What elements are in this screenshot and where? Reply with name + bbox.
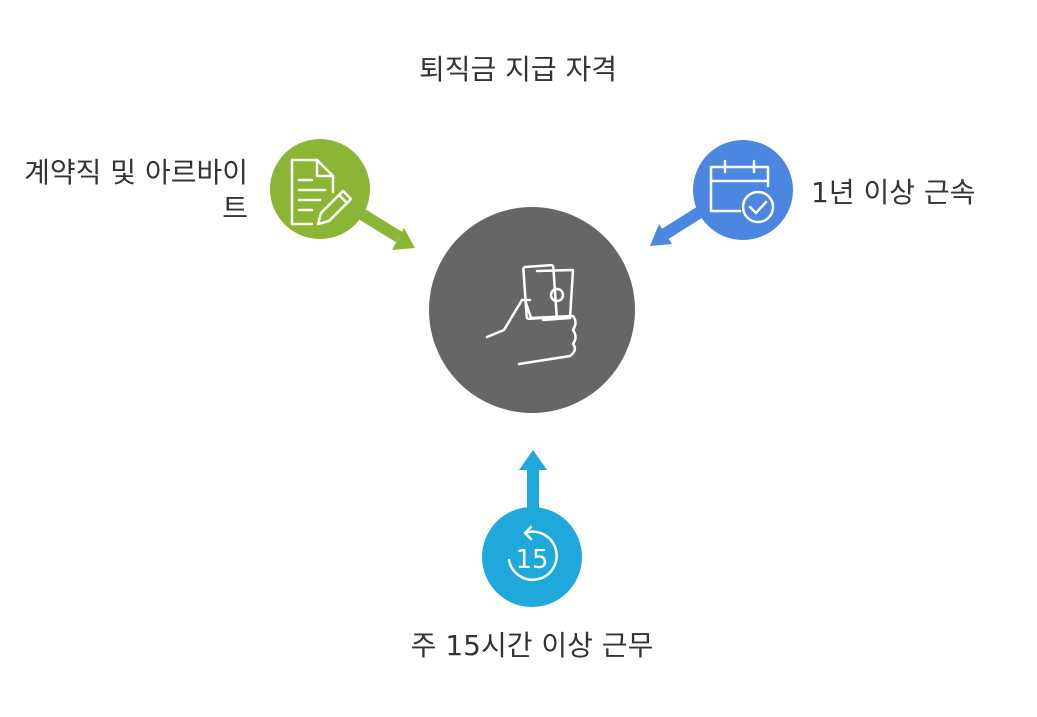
tenure-circle [693,140,793,240]
tenure-node [693,140,793,240]
arrow-tenure-to-center [650,206,704,246]
hours-label: 주 15시간 이상 근무 [410,629,654,662]
document-pen-icon [290,158,353,226]
hours-node: 15 [482,507,582,607]
hand-holding-money-icon [485,263,577,366]
contract-label: 계약직 및 아르바이트 [24,156,248,225]
center-node [429,207,635,413]
center-circle [429,207,635,413]
clock-15-number: 15 [515,545,548,575]
tenure-label: 1년 이상 근속 [811,176,976,209]
contract-node [270,139,370,239]
diagram-title: 퇴직금 지급 자격 [418,53,618,86]
arrow-hours-to-center [519,450,547,512]
calendar-check-icon [709,159,775,224]
arrow-contract-to-center [356,207,415,250]
hours-circle [482,507,582,607]
clock-15-icon [507,525,558,581]
